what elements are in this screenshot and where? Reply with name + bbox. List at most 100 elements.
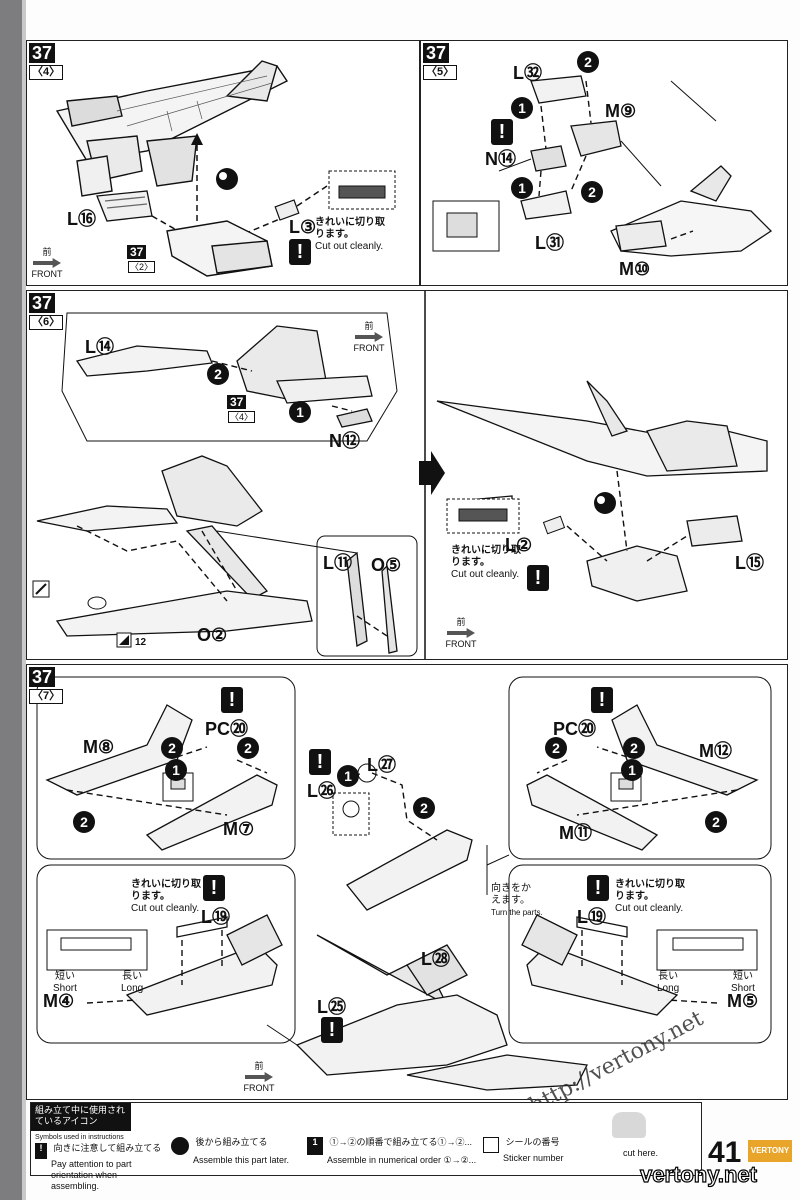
exclamation-icon: !	[289, 239, 311, 265]
cut-note-en: Cut out cleanly.	[131, 903, 200, 914]
cut-note-37-6: きれいに切り取ります。 Cut out cleanly.	[451, 545, 521, 581]
front-en: FRONT	[445, 639, 477, 649]
brand-logo: VERTONY	[748, 1140, 792, 1162]
cut-note-jp: きれいに切り取ります。	[315, 217, 385, 240]
step-37-4-drawing	[55, 60, 396, 277]
legend-orientation-en: Pay attention to part orientation when a…	[51, 1159, 132, 1191]
part-label-pc20-right: PC⑳	[553, 719, 597, 739]
front-jp: 前	[254, 1061, 264, 1071]
exclamation-icon-5: !	[591, 687, 613, 713]
legend-title: 組み立て中に使用されているアイコン	[31, 1103, 131, 1131]
part-label-n12: N⑫	[329, 431, 360, 451]
symbol-legend: 組み立て中に使用されているアイコン Symbols used in instru…	[30, 1102, 702, 1191]
ref-step-37: 37	[127, 245, 147, 259]
watermark-site: vertony.net	[639, 1161, 757, 1187]
long-label-right: 長い Long	[657, 971, 679, 995]
page-number: 41	[708, 1136, 742, 1169]
order-number-1: 1	[165, 759, 187, 781]
step-37-7-sub: 〈7〉	[29, 689, 64, 704]
part-label-m9: M⑨	[605, 101, 637, 121]
binding-edge	[22, 0, 26, 1200]
legend-item-order: 1 ①→②の順番で組み立てる①→②... Assemble in numeric…	[307, 1137, 477, 1166]
order-number-2e: 2	[545, 737, 567, 759]
legend-item-later: 後から組み立てる Assemble this part later.	[171, 1137, 301, 1166]
part-label-n14: N⑭	[485, 149, 516, 169]
cut-icon	[612, 1112, 646, 1138]
legend-title-en: Symbols used in instructions	[35, 1134, 124, 1141]
long-jp: 長い	[122, 971, 143, 982]
order-number-2: 2	[577, 51, 599, 73]
short-label-right: 短い Short	[731, 971, 755, 995]
part-label-l16: L⑯	[67, 209, 96, 229]
step-37-7-number: 37	[29, 667, 56, 687]
order-number-2b: 2	[237, 737, 259, 759]
exclamation-icon: !	[527, 565, 549, 591]
sticker-icon	[483, 1137, 499, 1153]
legend-order-en: Assemble in numerical order ①→②...	[327, 1155, 477, 1165]
long-label: 長い Long	[121, 971, 143, 995]
order-number-1d: 1	[621, 759, 643, 781]
part-label-l15: L⑮	[735, 553, 764, 573]
cut-note-jp: きれいに切り取ります。	[451, 545, 521, 568]
cut-note-jp: きれいに切り取ります。	[131, 879, 201, 902]
short-en: Short	[53, 983, 77, 994]
cut-note-right: きれいに切り取ります。 Cut out cleanly.	[615, 879, 685, 915]
front-indicator-2: 前 FRONT	[443, 617, 479, 649]
legend-cut-en: cut here.	[623, 1148, 659, 1158]
part-label-l25: L㉕	[317, 997, 346, 1017]
part-label-l19-right: L⑲	[577, 907, 606, 927]
part-label-m10: M⑩	[619, 259, 651, 279]
order-number-1: 1	[289, 401, 311, 423]
ref-step-37-sub: 〈2〉	[128, 261, 156, 273]
order-number-2: 2	[207, 363, 229, 385]
exclamation-icon-6: !	[587, 875, 609, 901]
binding-spine	[0, 0, 22, 1200]
step-37-6-drawing	[32, 291, 768, 659]
step-37-6-sub: 〈6〉	[29, 315, 64, 330]
turn-en: Turn the parts.	[491, 908, 543, 917]
cut-note-jp: きれいに切り取ります。	[615, 879, 685, 902]
order-icon: 1	[307, 1137, 323, 1155]
cut-note-37-4: きれいに切り取ります。 Cut out cleanly.	[315, 217, 385, 253]
order-number-2c: 2	[73, 811, 95, 833]
part-label-l28: L㉘	[421, 949, 450, 969]
part-label-l27: L㉗	[367, 755, 396, 775]
long-jp: 長い	[658, 971, 679, 982]
legend-later-en: Assemble this part later.	[193, 1155, 290, 1165]
front-jp: 前	[42, 247, 52, 257]
front-arrow-icon	[245, 1072, 273, 1082]
turn-jp: 向きをかえます。	[491, 883, 531, 906]
part-label-m5: M⑤	[727, 991, 759, 1011]
part-label-m12: M⑫	[699, 741, 732, 761]
step-37-5-sub: 〈5〉	[423, 65, 458, 80]
part-label-l2: L②	[505, 535, 533, 555]
order-number-1c: 1	[337, 765, 359, 787]
legend-orientation-jp: 向きに注意して組み立てる	[53, 1143, 162, 1153]
front-arrow-icon	[355, 332, 383, 342]
exclamation-icon: !	[221, 687, 243, 713]
long-en: Long	[657, 983, 680, 994]
front-arrow-icon	[447, 628, 475, 638]
part-label-pc20: PC⑳	[205, 719, 249, 739]
legend-title-jp: 組み立て中に使用されているアイコン	[35, 1105, 126, 1126]
step-37-4-number: 37	[29, 43, 56, 63]
step-37-4-sub: 〈4〉	[29, 65, 64, 80]
short-jp: 短い	[54, 971, 75, 982]
front-arrow-icon	[33, 258, 61, 268]
ref-step-37-sub: 〈4〉	[228, 411, 256, 423]
step-37-7-drawing	[36, 676, 772, 1091]
step-37-5-drawing	[432, 75, 773, 257]
part-label-l11: L⑪	[323, 553, 352, 573]
legend-order-jp: ①→②の順番で組み立てる①→②...	[329, 1137, 473, 1147]
legend-sticker-en: Sticker number	[503, 1153, 564, 1163]
legend-item-cut: cut here.	[619, 1137, 699, 1159]
part-label-l26: L㉖	[307, 781, 336, 801]
order-number-2f: 2	[623, 737, 645, 759]
front-jp: 前	[364, 321, 374, 331]
long-en: Long	[121, 983, 144, 994]
front-indicator: 前 FRONT	[29, 247, 65, 279]
order-number-1b: 1	[511, 177, 533, 199]
front-jp: 前	[456, 617, 466, 627]
step-37-6-number: 37	[29, 293, 56, 313]
